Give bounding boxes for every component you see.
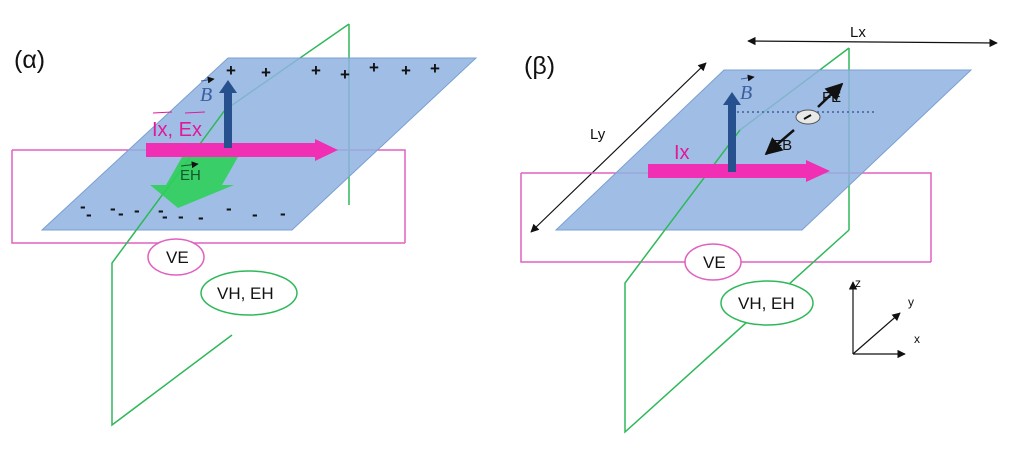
vh-label-a: VH, EH [217,284,274,303]
b-label-b: B [740,82,752,104]
panel-alpha: (α) + + + + + + + - - - - - - - - - - - … [11,23,478,427]
minus-sign: - [158,201,164,220]
fb-label: FB [773,137,792,154]
fb-arrow [764,129,795,156]
lx-dimension-arrow [747,36,998,48]
plus-sign: + [340,65,350,84]
ix-vector-mark-a [152,111,173,114]
current-label-b: Ix [674,142,690,164]
z-axis-label: z [855,276,861,290]
minus-sign: - [280,204,286,223]
conductor-plate-b [554,69,973,231]
minus-sign: - [226,199,232,218]
current-label-a: Ix, Ex [152,119,202,141]
b-arrow-shaft-a [224,92,232,148]
minus-sign: - [252,205,258,224]
minus-sign: - [134,201,140,220]
current-arrow-a [146,139,338,161]
ly-label: Ly [590,126,606,143]
fe-arrow [817,82,844,108]
current-arrow-b [648,160,830,182]
eh-arrow-a [150,157,238,208]
plus-sign: + [430,59,440,78]
b-label-a: B [200,84,212,106]
x-axis-label: x [914,332,920,346]
b-vector-mark-b [740,74,755,82]
lx-label: Lx [850,24,866,41]
y-axis [852,312,901,355]
ve-oval-b [684,243,742,281]
minus-sign: - [110,199,116,218]
plus-sign: + [226,61,236,80]
coordinate-axes: z y x [848,276,920,359]
ve-label-b: VE [703,253,726,272]
vh-oval-a [200,270,298,316]
ve-oval-a [147,238,205,276]
minus-sign: - [86,205,92,224]
eh-vector-mark-a [180,161,199,169]
plus-sign: + [369,58,379,77]
green-loop-front-b [624,129,850,434]
pink-loop-front-a [11,150,405,244]
ly-dimension-arrow [530,62,707,233]
b-arrow-head-b [723,92,741,105]
vh-oval-b [720,280,814,326]
ex-vector-mark-a [184,111,206,114]
plus-sign: + [311,61,321,80]
plus-sign: + [261,63,271,82]
minus-sign: - [118,204,124,223]
minus-sign: - [80,197,86,216]
minus-sign: - [198,208,204,227]
panel-beta: (β) Lx Ly B Ix FE FB [520,24,998,434]
electron-minus-mark [803,114,812,120]
eh-label-a: EH [180,167,201,184]
minus-sign: - [178,207,184,226]
fe-label: FE [822,89,841,106]
plus-sign: + [401,61,411,80]
ve-label-a: VE [166,248,189,267]
vh-label-b: VH, EH [738,294,795,313]
panel-beta-label: (β) [524,52,555,80]
b-vector-mark-a [200,76,215,84]
panel-alpha-label: (α) [14,46,45,74]
pink-loop-front-b [520,173,931,263]
b-arrow-shaft-b [728,104,736,172]
minus-sign: - [162,207,168,226]
b-arrow-head-a [219,80,237,93]
y-axis-label: y [908,295,914,309]
